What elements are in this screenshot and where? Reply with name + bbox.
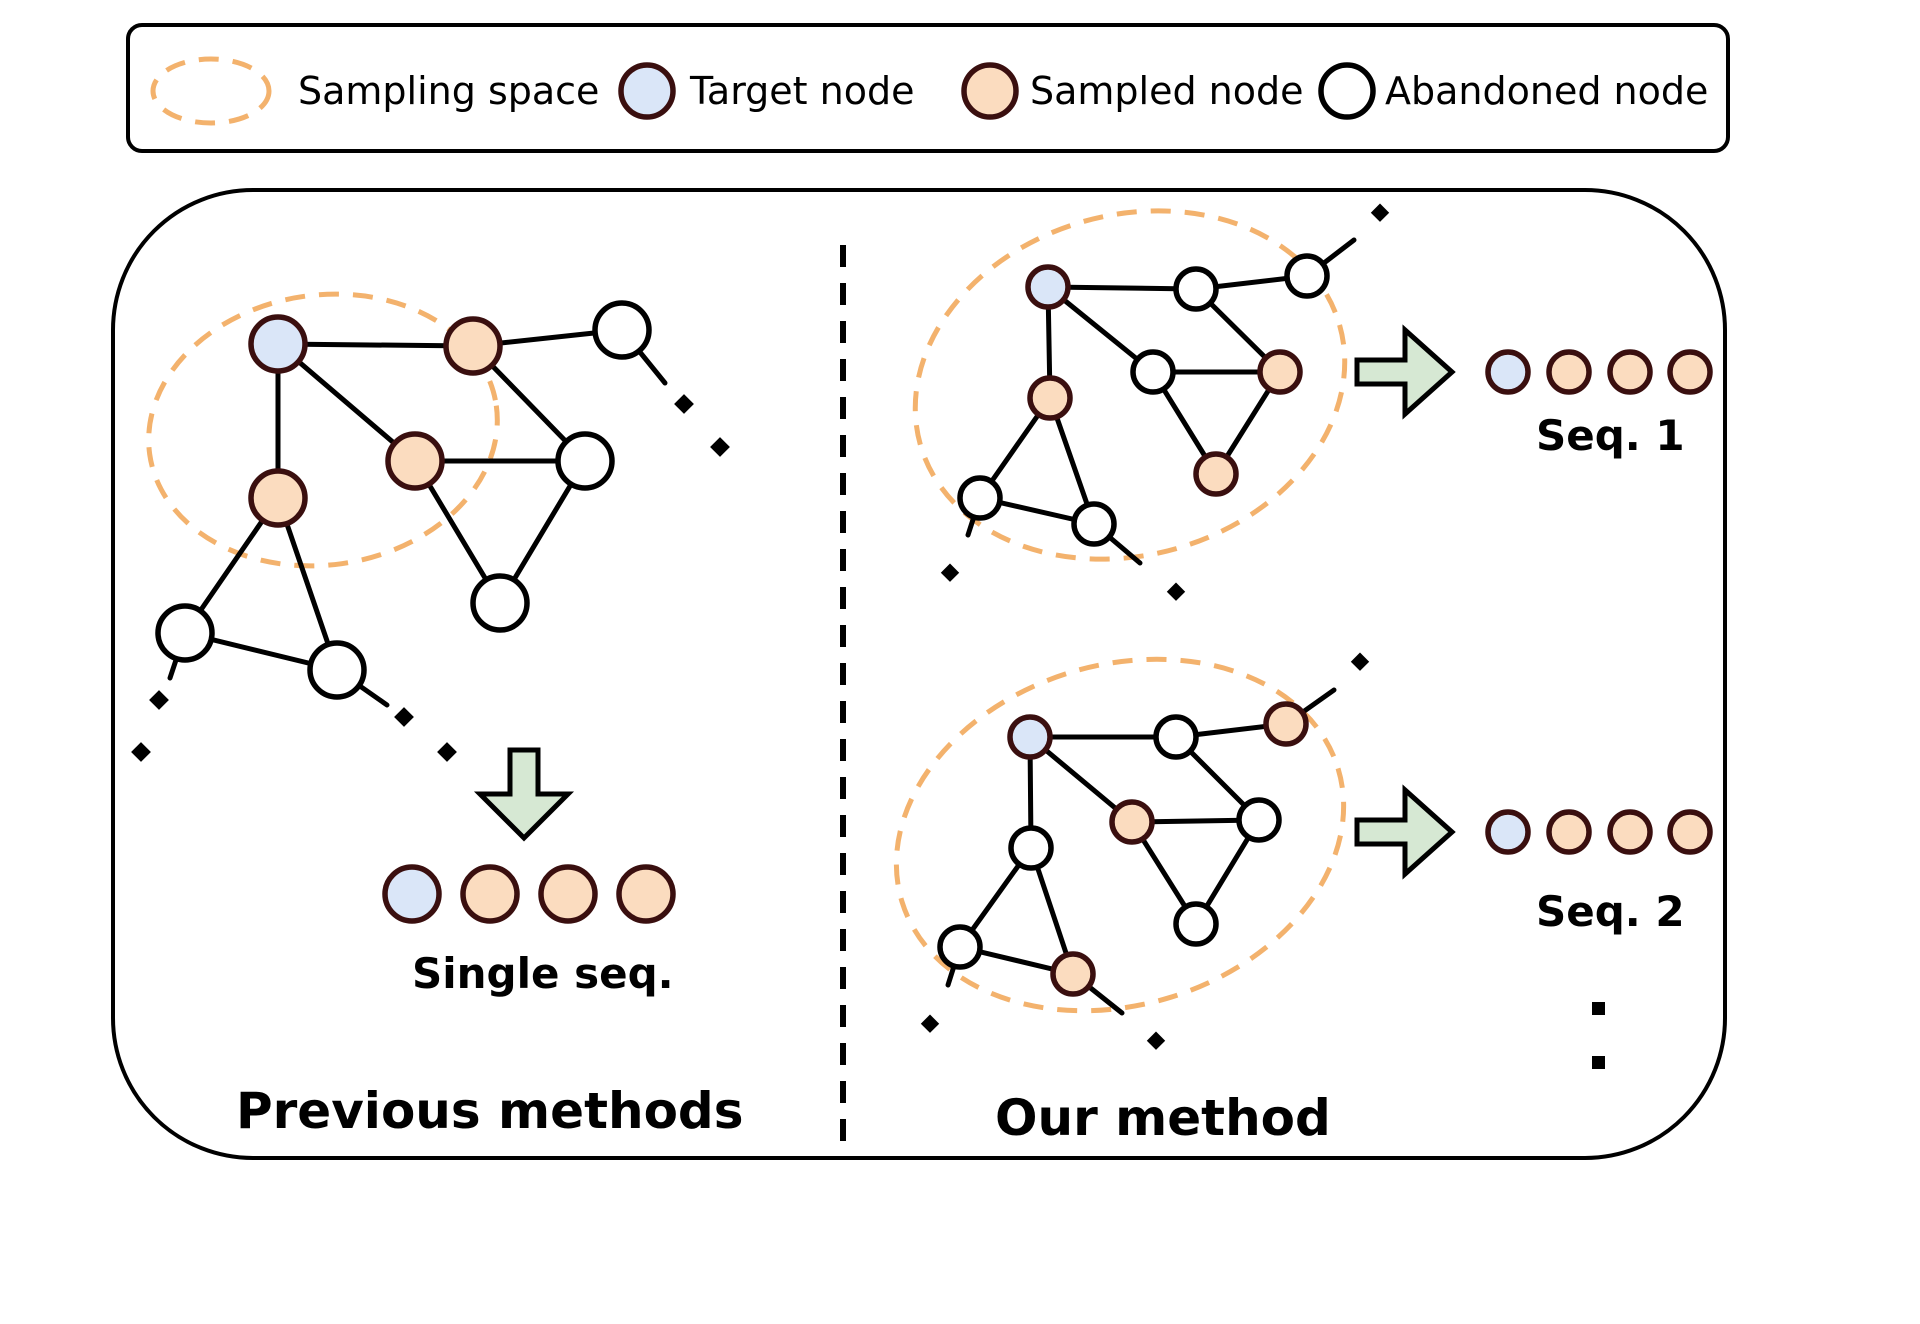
seq-1-label: Seq. 1	[1536, 411, 1685, 460]
sampled-node	[1263, 701, 1309, 747]
right-arrow-icon	[1354, 784, 1456, 880]
ellipsis-dot	[674, 394, 694, 414]
abandoned-node	[1173, 266, 1219, 312]
sequence-target-node	[1485, 809, 1531, 855]
abandoned-node	[555, 431, 615, 491]
previous-methods-title: Previous methods	[236, 1082, 743, 1140]
sequence-sampled-node	[538, 864, 598, 924]
sampled-node	[1027, 375, 1073, 421]
ellipsis-dot	[920, 1014, 940, 1033]
right-arrow-icon	[1354, 324, 1456, 420]
legend-sampling-space-icon	[150, 56, 272, 126]
sampled-node	[443, 316, 503, 376]
target-node	[1007, 714, 1053, 760]
graph-top-nodes	[957, 253, 1330, 547]
abandoned-node	[1284, 253, 1330, 299]
abandoned-node	[1130, 349, 1176, 395]
graph-edge	[275, 341, 418, 464]
legend-sampled-node-label: Sampled node	[1030, 69, 1304, 113]
graph-left-edges	[167, 327, 668, 708]
target-node	[248, 314, 308, 374]
sampled-node	[1109, 799, 1155, 845]
sampled-node	[248, 468, 308, 528]
legend-sampled-node-icon	[961, 62, 1019, 120]
sequence-2	[1485, 809, 1713, 855]
sampled-node	[1050, 951, 1096, 997]
sampled-node	[1257, 349, 1303, 395]
ellipsis-dot	[1370, 203, 1390, 222]
sampling-space-left	[146, 291, 500, 569]
sequence-sampled-node	[1607, 349, 1653, 395]
abandoned-node	[1173, 901, 1219, 947]
our-method-title: Our method	[995, 1089, 1331, 1147]
sequence-sampled-node	[1667, 809, 1713, 855]
abandoned-node	[470, 573, 530, 633]
single-seq-label: Single seq.	[412, 949, 674, 998]
sequence-sampled-node	[1546, 349, 1592, 395]
continuation-dots-top	[940, 203, 1390, 601]
graph-bottom-nodes	[937, 701, 1309, 997]
ellipsis-dot	[437, 742, 457, 762]
legend-sampling-space-label: Sampling space	[298, 69, 599, 113]
abandoned-node	[957, 475, 1003, 521]
sequence-sampled-node	[460, 864, 520, 924]
graph-left-nodes	[155, 300, 652, 700]
legend-target-node-icon	[618, 62, 676, 120]
more-sequences-ellipsis	[1592, 1002, 1605, 1069]
ellipsis-dot	[940, 563, 960, 582]
abandoned-node	[1008, 825, 1054, 871]
ellipsis-dot	[1592, 1056, 1605, 1069]
main-panel-box	[111, 188, 1727, 1160]
sequence-sampled-node	[616, 864, 676, 924]
legend-abandoned-node-label: Abandoned node	[1385, 69, 1708, 113]
abandoned-node	[1236, 797, 1282, 843]
ellipsis-dot	[149, 690, 169, 710]
seq-2-label: Seq. 2	[1536, 887, 1685, 936]
ellipsis-dot	[1166, 582, 1186, 601]
sampled-node	[1193, 451, 1239, 497]
single-sequence	[382, 864, 676, 924]
our-method-panel: Seq. 1	[893, 203, 1713, 1147]
sampling-space-bottom	[893, 656, 1347, 1014]
legend: Sampling space Target node Sampled node …	[126, 23, 1730, 153]
target-node	[1025, 264, 1071, 310]
legend-target-node-label: Target node	[689, 69, 914, 113]
ellipsis-dot	[131, 742, 151, 762]
legend-box	[126, 23, 1730, 153]
ellipsis-dot	[1592, 1002, 1605, 1015]
sequence-sampled-node	[1607, 809, 1653, 855]
ellipsis-dot	[1146, 1031, 1166, 1050]
graph-edge	[275, 495, 340, 673]
sequence-sampled-node	[1546, 809, 1592, 855]
abandoned-node	[1153, 714, 1199, 760]
sequence-1	[1485, 349, 1713, 395]
sampling-space-top	[912, 208, 1348, 562]
continuation-dots-bottom	[920, 652, 1370, 1050]
down-arrow-icon	[473, 747, 575, 842]
abandoned-node	[155, 603, 215, 663]
legend-abandoned-node-icon	[1318, 62, 1376, 120]
previous-methods-panel: Single seq. Previous methods	[131, 291, 743, 1140]
ellipsis-dot	[394, 707, 414, 727]
abandoned-node	[937, 924, 983, 970]
ellipsis-dot	[1350, 652, 1370, 671]
abandoned-node	[307, 640, 367, 700]
sequence-target-node	[1485, 349, 1531, 395]
graph-edge	[1045, 284, 1199, 292]
ellipsis-dot	[710, 437, 730, 457]
sampled-node	[385, 431, 445, 491]
sequence-sampled-node	[1667, 349, 1713, 395]
sequence-target-node	[382, 864, 442, 924]
abandoned-node	[1071, 501, 1117, 547]
graph-edge	[275, 341, 476, 349]
abandoned-node	[592, 300, 652, 360]
